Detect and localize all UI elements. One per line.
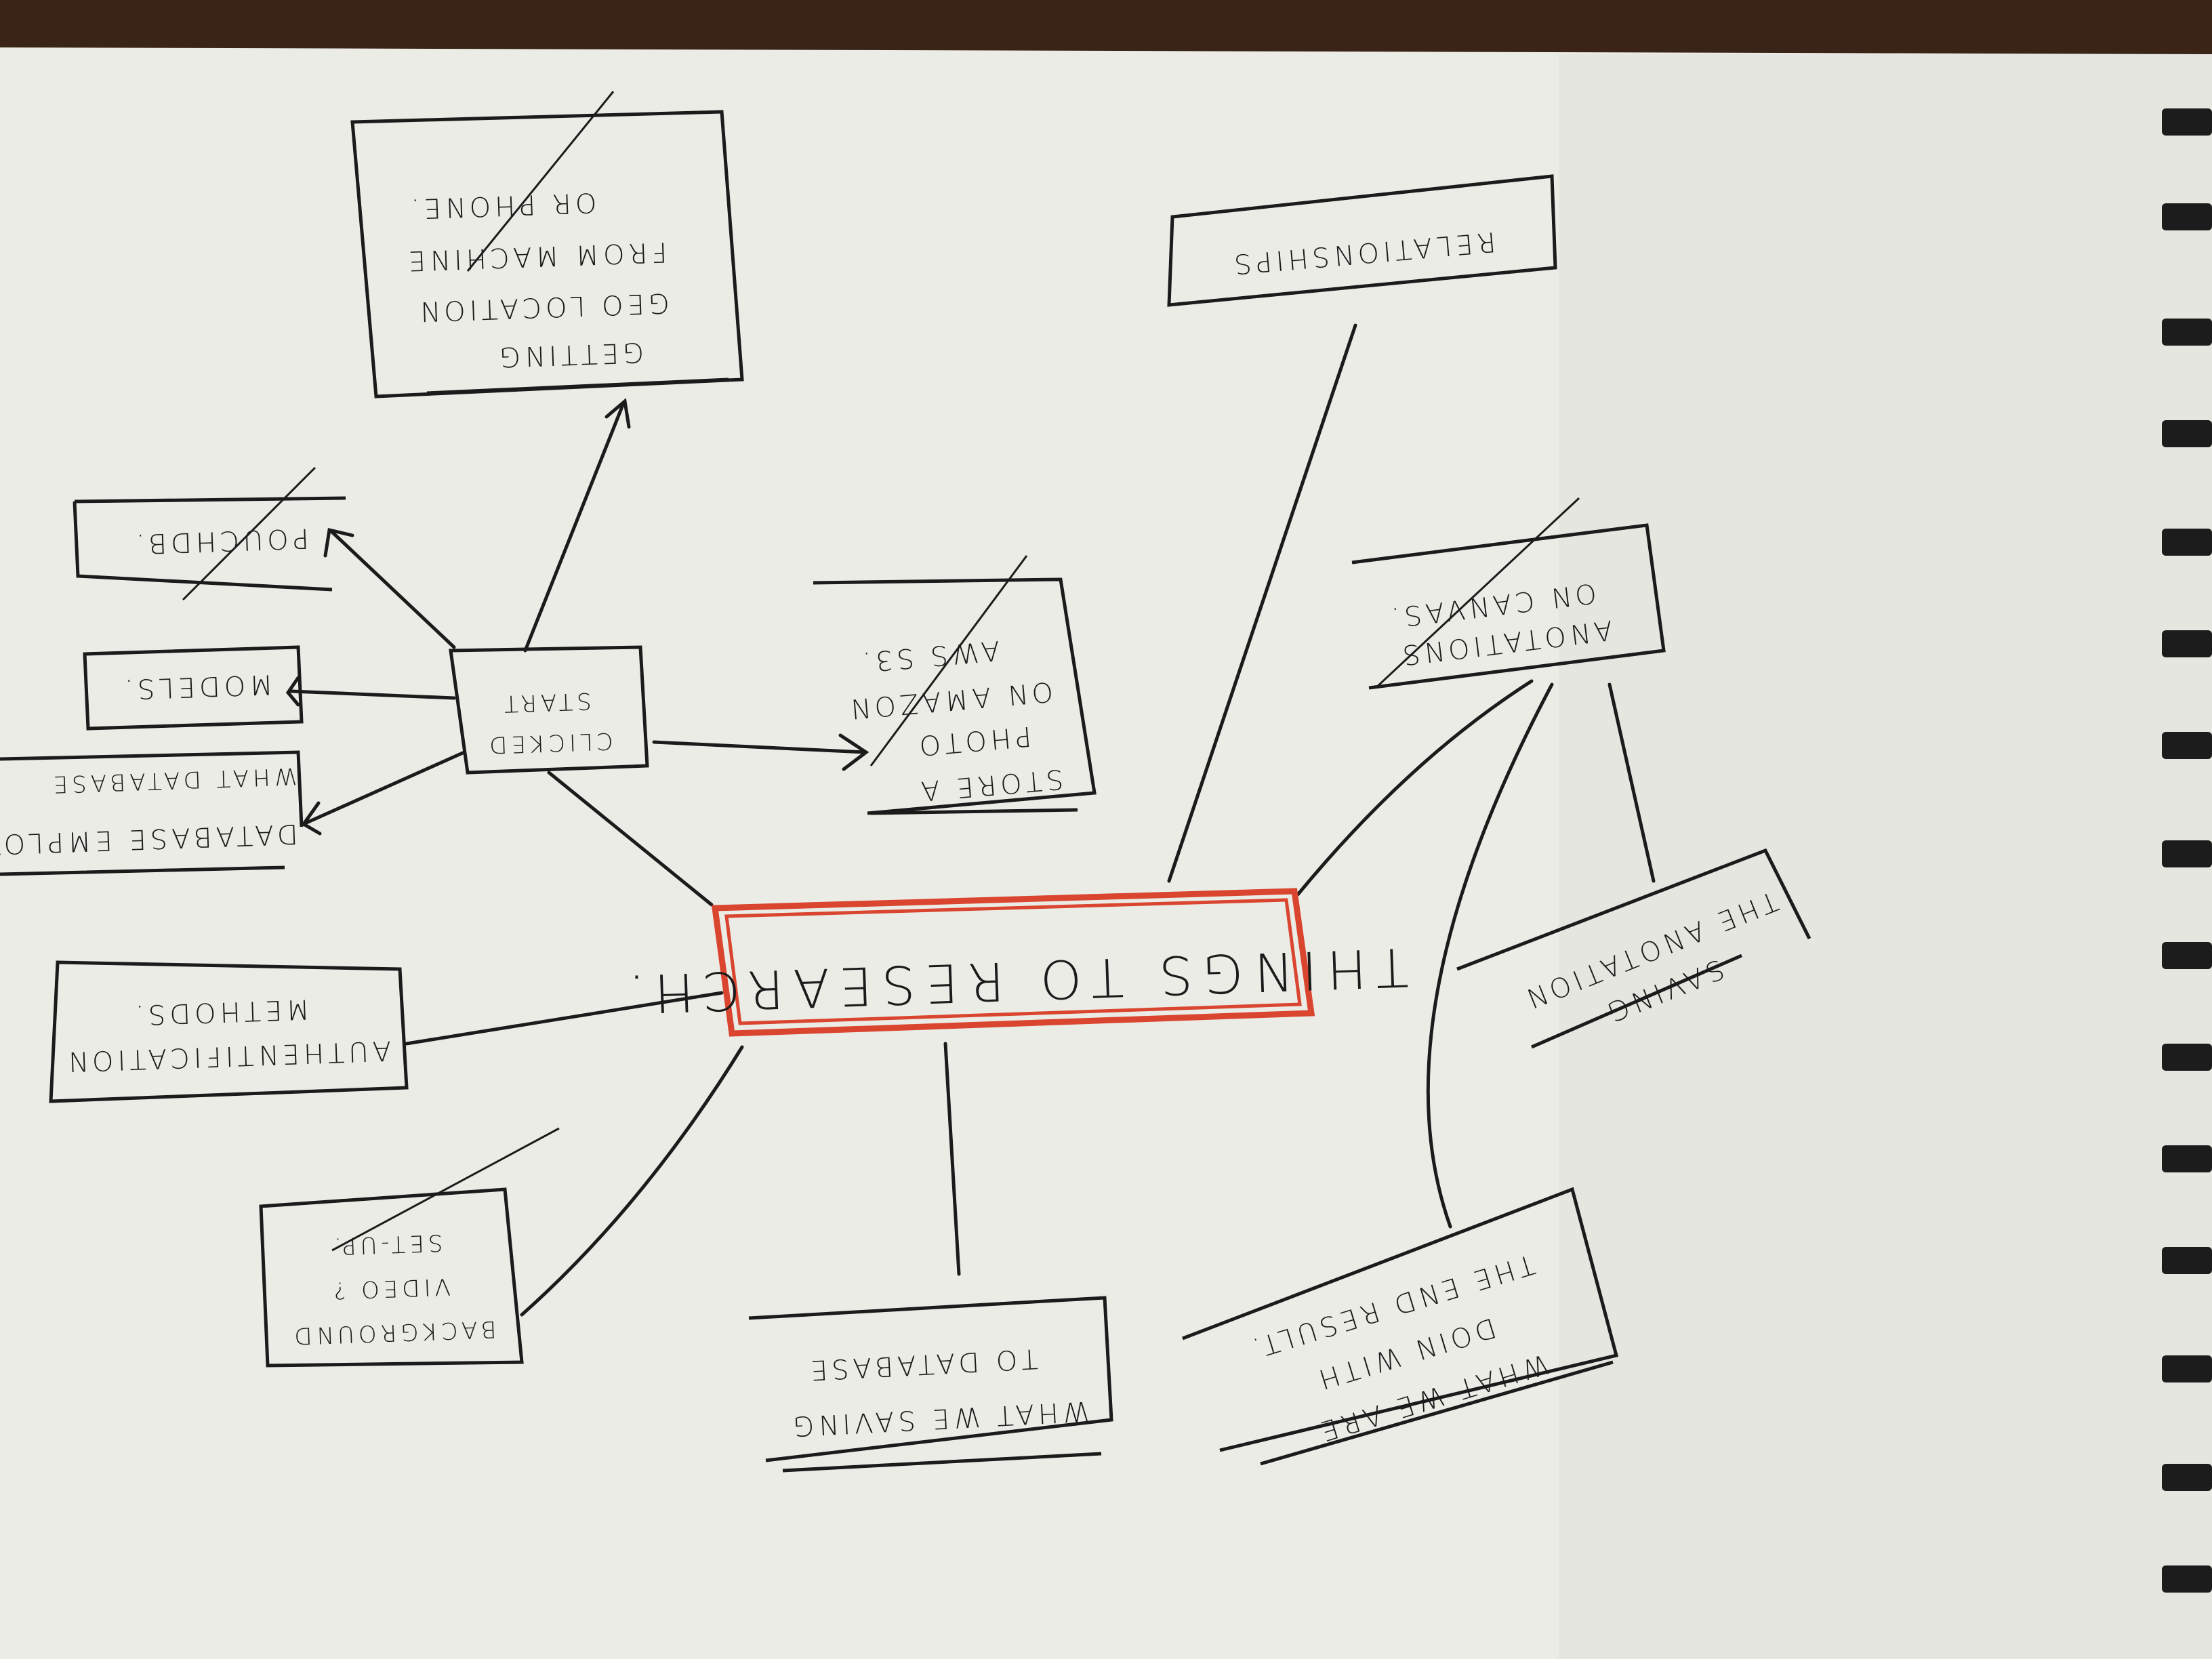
connector-database-employ bbox=[303, 750, 466, 825]
arrow-pouchdb bbox=[323, 527, 354, 558]
node-database-employ-box bbox=[0, 750, 304, 876]
node-saving-database-box bbox=[748, 1296, 1113, 1473]
node-pouchdb-strike bbox=[182, 466, 316, 601]
connector-authentication bbox=[405, 991, 724, 1046]
node-authentication-box bbox=[49, 960, 409, 1103]
arrow-geo-location bbox=[605, 398, 631, 429]
node-store-photo-box bbox=[813, 577, 1097, 815]
connector-pouchdb bbox=[330, 530, 456, 649]
node-background-video-line-3: SET-UP. bbox=[330, 1229, 443, 1260]
node-clicked-start-line-1: CLICKED bbox=[485, 727, 614, 759]
center-box-outer bbox=[711, 888, 1315, 1037]
node-store-photo-strike bbox=[869, 555, 1028, 766]
node-background-video-strike bbox=[331, 1127, 560, 1252]
node-models-line-1: MODELS. bbox=[120, 668, 273, 705]
node-background-video-box bbox=[259, 1187, 524, 1368]
node-clicked-start-line-2: START bbox=[499, 687, 592, 718]
connector-clicked-start bbox=[547, 771, 714, 907]
node-clicked-start-box bbox=[449, 645, 649, 775]
spiral-binding bbox=[2162, 108, 2212, 1593]
connector-geo-location bbox=[523, 401, 626, 653]
connector-store-photo bbox=[652, 740, 866, 754]
node-pouchdb-line-1: POUCHDB. bbox=[131, 522, 309, 559]
node-end-result-box bbox=[1182, 1187, 1619, 1466]
node-saving-annotation-box bbox=[1456, 848, 1811, 1049]
connector-saving-annotation bbox=[1607, 682, 1656, 883]
connectors bbox=[289, 323, 1656, 1317]
arrowheads bbox=[285, 398, 869, 836]
node-clicked-start: CLICKED START bbox=[449, 645, 649, 775]
node-pouchdb: POUCHDB. bbox=[73, 466, 346, 601]
node-models: MODELS. bbox=[83, 645, 304, 731]
node-geo-location-line-4: OR PHONE. bbox=[407, 186, 597, 224]
center-box-inner bbox=[724, 898, 1302, 1025]
connector-saving-database bbox=[943, 1042, 961, 1276]
arrow-store-photo bbox=[838, 733, 869, 771]
connector-end-result bbox=[1426, 682, 1554, 1229]
connector-models bbox=[289, 689, 456, 700]
node-relationships-box bbox=[1167, 174, 1557, 307]
node-background-video-line-2: VIDEO ? bbox=[329, 1273, 451, 1304]
node-geo-location-box bbox=[350, 110, 744, 398]
node-pouchdb-box bbox=[73, 496, 346, 592]
node-annotations-strike bbox=[1374, 497, 1580, 689]
paper-shading bbox=[1559, 54, 2212, 1659]
connector-annotations bbox=[1296, 679, 1534, 897]
node-annotations-canvas: ANOTATIONS ON CANVAS. bbox=[1351, 497, 1666, 690]
connector-background-video bbox=[520, 1045, 744, 1317]
node-geo-location-line-1: GETTING bbox=[495, 336, 644, 373]
arrow-models bbox=[285, 676, 300, 707]
arrow-database-employ bbox=[301, 801, 322, 836]
node-annotations-box bbox=[1351, 523, 1666, 690]
node-authentication-line-2: METHODS. bbox=[131, 993, 310, 1030]
node-geo-location-strike bbox=[466, 91, 615, 272]
connector-relationships bbox=[1167, 323, 1357, 883]
node-models-box bbox=[83, 645, 304, 731]
